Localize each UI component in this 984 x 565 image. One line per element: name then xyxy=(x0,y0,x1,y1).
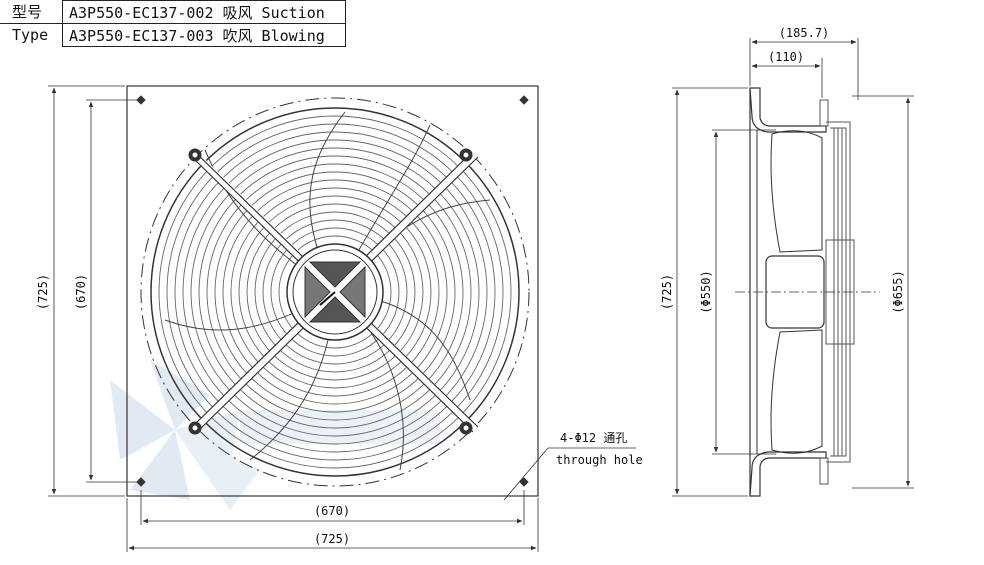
spec-table: 型号 A3P550-EC137-002 吸风 Suction Type A3P5… xyxy=(0,0,346,47)
dim-height-holes: (670) xyxy=(74,274,88,310)
hole-note-leader xyxy=(503,447,636,501)
front-view xyxy=(48,85,636,552)
spec-value: A3P550-EC137-002 吸风 Suction xyxy=(62,0,346,24)
inlet-ring-dashed xyxy=(140,97,530,487)
dim-inner-dia: (Φ550) xyxy=(699,270,713,313)
spec-value: A3P550-EC137-003 吹风 Blowing xyxy=(62,23,346,47)
dim-depth-partial: (110) xyxy=(768,50,804,64)
dim-height-outer: (725) xyxy=(36,274,50,310)
mounting-holes xyxy=(136,95,529,487)
watermark-logo xyxy=(110,360,440,510)
guard-mount-bosses xyxy=(188,148,473,435)
spec-label: 型号 xyxy=(0,0,63,24)
dim-side-height: (725) xyxy=(660,274,674,310)
side-flange-top xyxy=(749,87,827,133)
side-blade-top xyxy=(770,130,823,253)
hole-note: 4-Φ12 通孔 xyxy=(560,431,627,445)
side-blade-bottom xyxy=(770,329,823,454)
hole-note-en: through hole xyxy=(556,453,643,467)
spec-row-type-en: Type A3P550-EC137-003 吹风 Blowing xyxy=(0,23,346,47)
side-view xyxy=(672,38,914,497)
dim-depth-total: (185.7) xyxy=(779,26,830,40)
spec-row-type-cn: 型号 A3P550-EC137-002 吸风 Suction xyxy=(0,0,346,24)
fan-guard-outer xyxy=(150,107,520,477)
dim-width-outer: (725) xyxy=(314,532,350,546)
side-flange-bottom xyxy=(749,451,827,497)
dim-width-holes: (670) xyxy=(314,504,350,518)
hub xyxy=(286,243,384,341)
mounting-plate xyxy=(126,85,539,497)
dim-outer-dia: (Φ655) xyxy=(891,270,905,313)
guard-rings xyxy=(158,115,512,469)
